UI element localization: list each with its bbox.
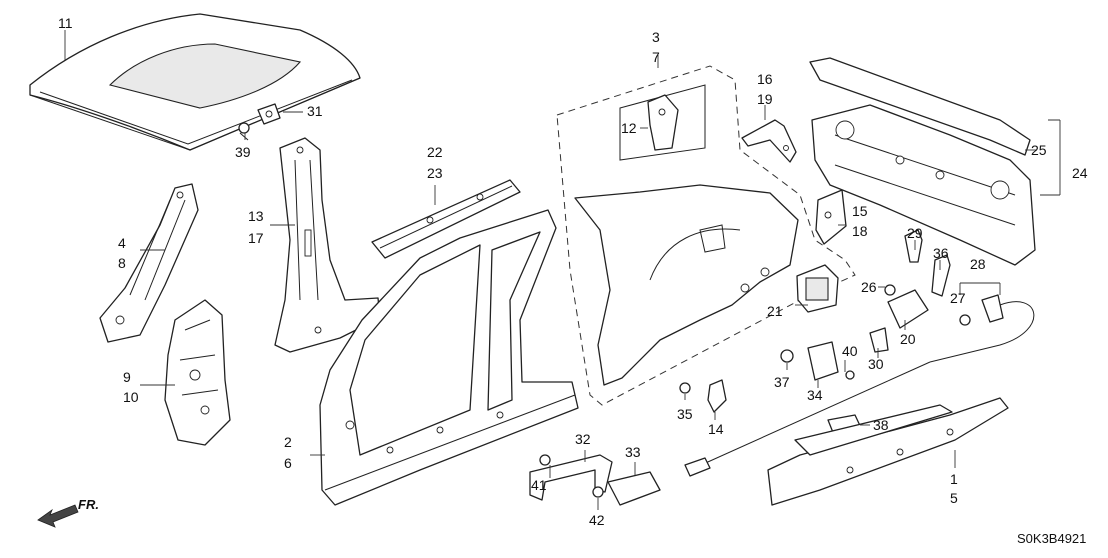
callout-20: 20	[900, 331, 916, 347]
callout-28: 28	[970, 256, 986, 272]
callout-3: 3	[652, 29, 660, 45]
callout-18: 18	[852, 223, 868, 239]
callout-40: 40	[842, 343, 858, 359]
callout-7: 7	[652, 49, 660, 65]
side-sill	[767, 397, 1009, 506]
callout-37: 37	[774, 374, 790, 390]
callout-30: 30	[868, 356, 884, 372]
callout-31: 31	[307, 103, 323, 119]
callout-23: 23	[427, 165, 443, 181]
fuel-pocket	[796, 264, 839, 313]
callout-8: 8	[118, 255, 126, 271]
callout-26: 26	[861, 279, 877, 295]
rear-panel-bracket	[815, 189, 847, 245]
rear-pillar-inner	[99, 183, 199, 343]
callout-4: 4	[118, 235, 126, 251]
rear-panel	[809, 57, 1036, 266]
callout-34: 34	[807, 387, 823, 403]
callout-42: 42	[589, 512, 605, 528]
callout-33: 33	[625, 444, 641, 460]
callout-12: 12	[621, 120, 637, 136]
callout-38: 38	[873, 417, 889, 433]
callout-41: 41	[531, 477, 547, 493]
callout-39: 39	[235, 144, 251, 160]
callout-9: 9	[123, 369, 131, 385]
fuel-lid-cable	[684, 294, 1035, 477]
sill-clips	[529, 454, 661, 506]
quarter-bracket	[619, 84, 706, 161]
callout-21: 21	[767, 303, 783, 319]
roof-bracket	[238, 103, 281, 141]
callout-10: 10	[123, 389, 139, 405]
roof-side-rail	[371, 179, 521, 259]
diagram-code: S0K3B4921	[1017, 531, 1087, 546]
callout-16: 16	[757, 71, 773, 87]
callout-15: 15	[852, 203, 868, 219]
callout-14: 14	[708, 421, 724, 437]
leader-lines	[64, 30, 1061, 510]
quarter-panel	[574, 184, 799, 386]
callout-25: 25	[1031, 142, 1047, 158]
callout-2: 2	[284, 434, 292, 450]
fuel-lid-parts	[780, 229, 951, 381]
assembly-outline	[556, 65, 856, 406]
wheelhouse-bracket	[164, 299, 231, 446]
callout-22: 22	[427, 144, 443, 160]
callout-29: 29	[907, 225, 923, 241]
callout-17: 17	[248, 230, 264, 246]
callout-6: 6	[284, 455, 292, 471]
callout-32: 32	[575, 431, 591, 447]
callout-36: 36	[933, 245, 949, 261]
front-direction-label: FR.	[78, 497, 99, 512]
side-panel-outer	[319, 209, 579, 506]
callout-24: 24	[1072, 165, 1088, 181]
rear-bracket-upper	[741, 119, 797, 163]
callout-1: 1	[950, 471, 958, 487]
roof-panel	[29, 13, 361, 151]
callout-35: 35	[677, 406, 693, 422]
front-direction-arrow	[37, 504, 79, 528]
callout-19: 19	[757, 91, 773, 107]
callout-13: 13	[248, 208, 264, 224]
callout-11: 11	[58, 15, 73, 31]
hinge-bracket	[679, 379, 727, 413]
callout-27: 27	[950, 290, 966, 306]
callout-5: 5	[950, 490, 958, 506]
